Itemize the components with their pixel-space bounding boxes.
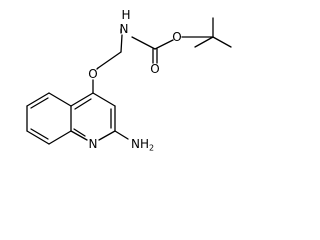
- bond-c7-c8: [26, 130, 50, 145]
- bond-ester-o-carbonyl: [154, 39, 174, 50]
- bond-c-ch3-left: [194, 36, 214, 48]
- bond-c5-c6-inner: [30, 97, 49, 109]
- bond-c4-c3: [92, 92, 116, 107]
- amide-h-label: H: [121, 8, 130, 22]
- bond-ch2-ether-o: [96, 67, 99, 70]
- carbonyl-o-label: O: [150, 62, 159, 76]
- bond-c4a-c4: [70, 92, 94, 107]
- bond-n1-c8a: [70, 130, 88, 141]
- amine-label: NH: [131, 137, 149, 151]
- ester-o-label: O: [172, 30, 181, 44]
- bond-carbonyl-n: [131, 36, 156, 50]
- amide-n-label: N: [120, 22, 129, 36]
- bond-c4a-c4-inner: [74, 98, 92, 110]
- bond-ch2-ch2: [97, 51, 122, 69]
- ring-n-label: N: [89, 137, 98, 151]
- bond-c2-nh2: [114, 130, 129, 140]
- bond-c5-c6: [26, 92, 50, 107]
- ether-o-label: O: [88, 67, 97, 81]
- bond-c8-c8a: [48, 130, 72, 145]
- bond-n-ch2-b: [120, 34, 123, 53]
- bond-c-ch3-right: [212, 36, 232, 48]
- bond-c4a-c5: [48, 92, 72, 107]
- chemical-structure: H N O O O N NH 2: [26, 8, 232, 153]
- amine-subscript: 2: [149, 144, 154, 153]
- bond-c7-c8-inner: [30, 128, 49, 140]
- bond-c2-n1: [98, 130, 116, 141]
- bond-n1-c8a-inner: [73, 128, 86, 137]
